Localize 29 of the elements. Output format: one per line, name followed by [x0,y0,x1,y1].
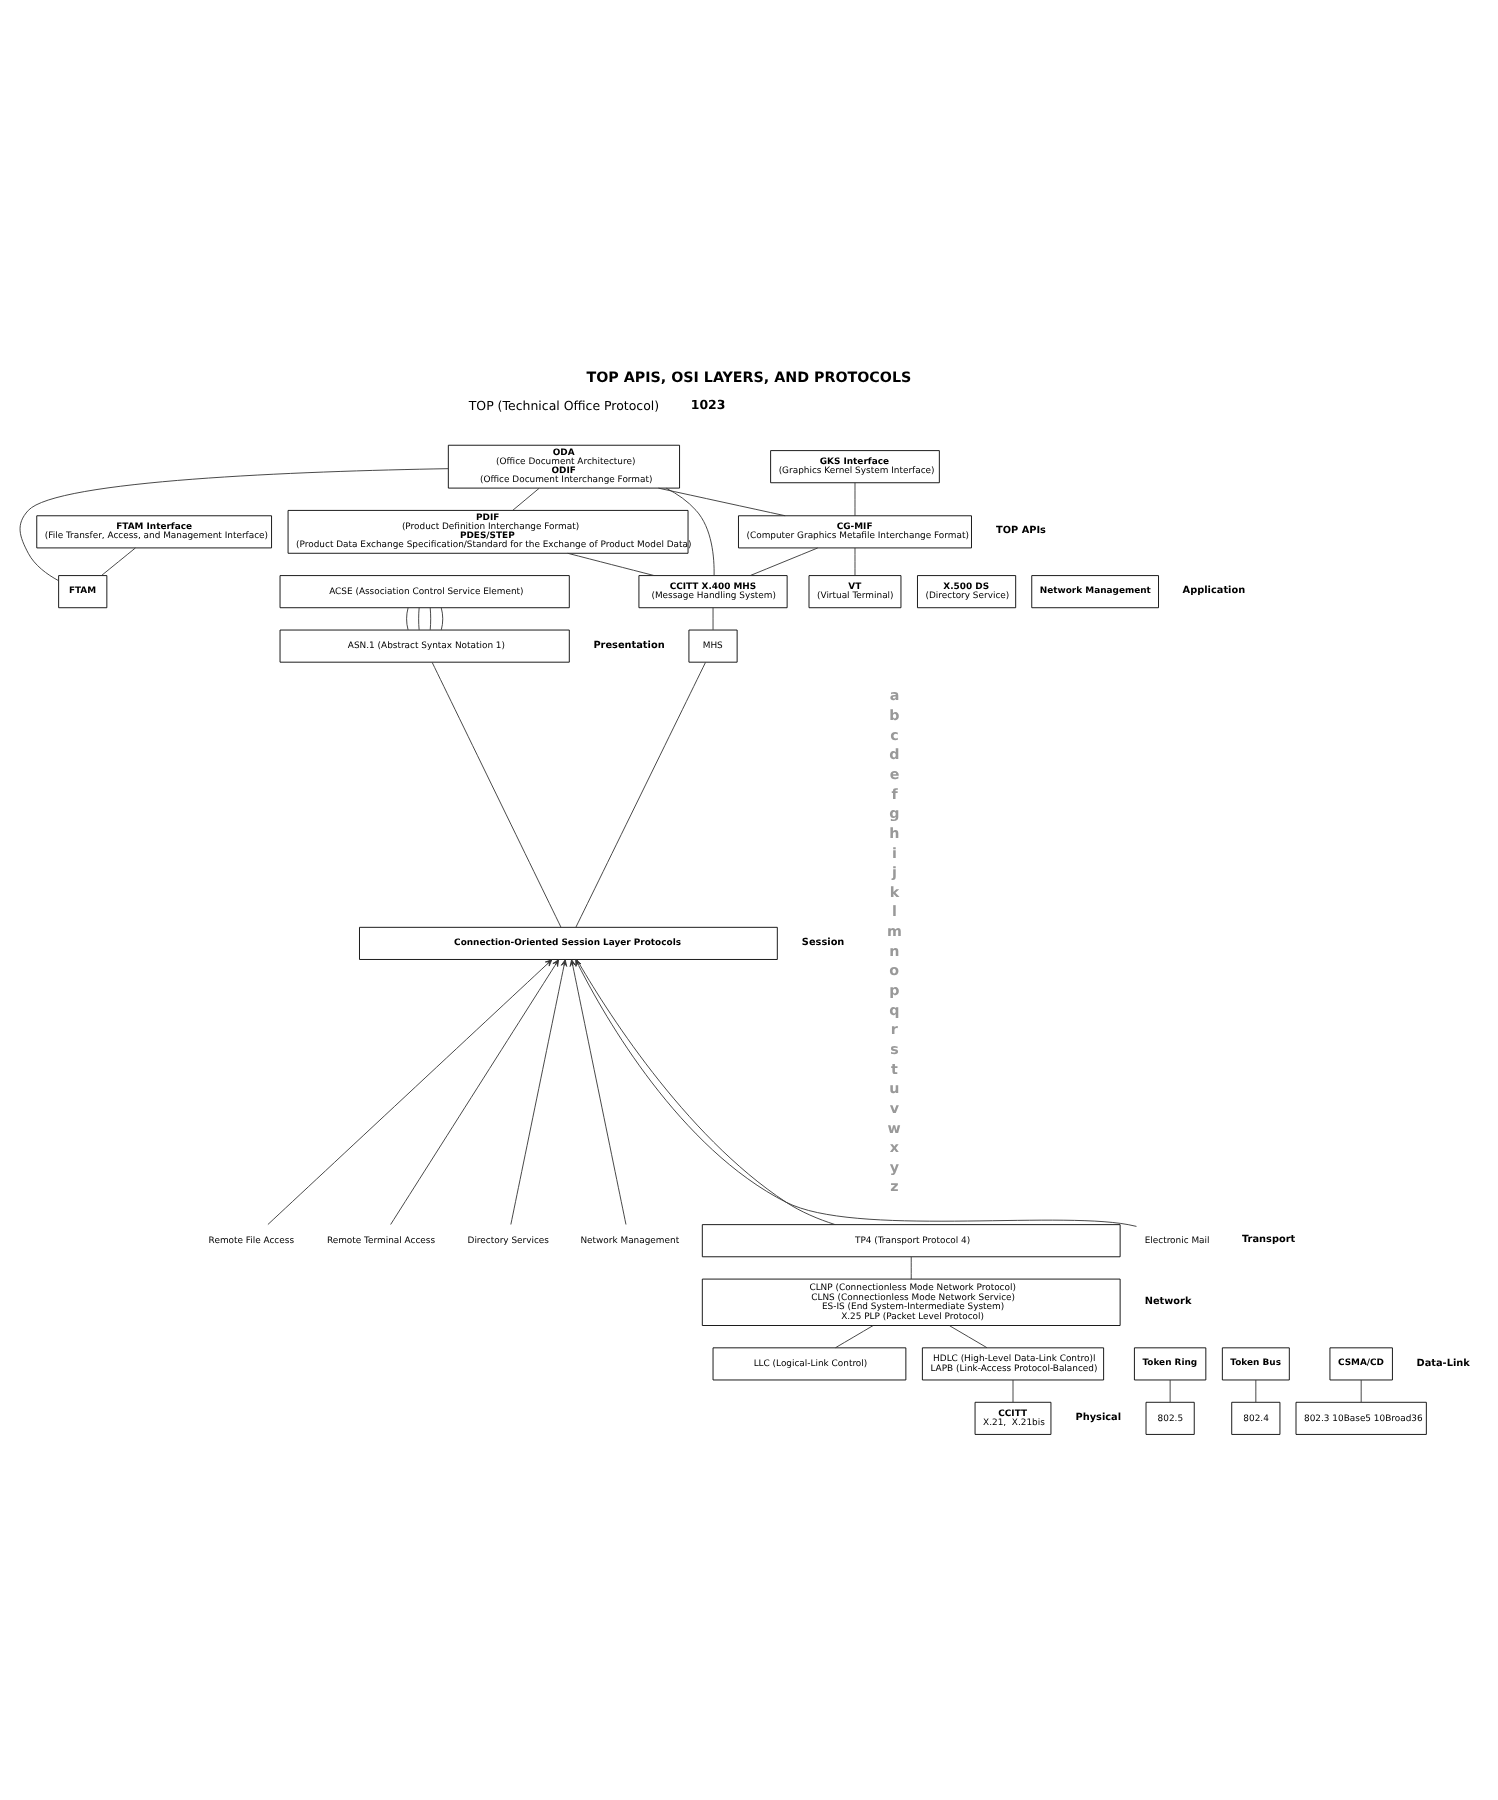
arrow [569,958,627,1224]
connector [440,606,444,630]
connector [749,546,819,575]
connector [576,958,836,1225]
connector [512,486,540,510]
connector [101,546,136,575]
connector [431,661,562,927]
connector [948,1324,988,1348]
arrow [267,958,553,1224]
arrow [575,958,1137,1226]
connector [1255,1378,1257,1402]
connector [406,606,409,630]
arrow [390,958,560,1224]
connector [1169,1378,1171,1402]
connector [658,486,786,516]
connector [910,1255,912,1279]
connector [1012,1378,1014,1402]
connector [854,481,856,516]
connector [429,606,432,630]
connector [665,486,715,575]
connector [712,606,714,630]
connector [418,606,420,630]
arrow [510,958,568,1224]
connector [575,661,706,927]
connector [854,546,856,575]
connector [19,467,449,581]
connector [1360,1378,1362,1402]
connector [567,551,655,575]
connector [835,1324,874,1348]
